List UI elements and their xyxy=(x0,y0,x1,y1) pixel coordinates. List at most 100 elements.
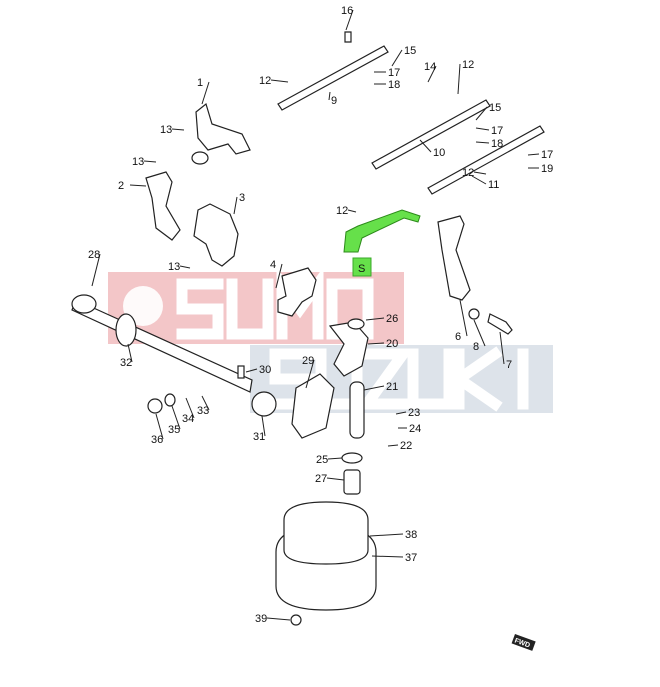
bolt-7 xyxy=(487,313,513,335)
leader-line xyxy=(345,9,354,31)
leader-line xyxy=(367,342,385,345)
leader-line xyxy=(143,160,157,163)
callout-18: 18 xyxy=(388,79,400,91)
leader-line xyxy=(473,171,487,175)
leader-line xyxy=(459,299,468,337)
callout-1: 1 xyxy=(197,77,203,89)
callout-20: 20 xyxy=(386,338,398,350)
callout-10: 10 xyxy=(433,147,445,159)
callout-6: 6 xyxy=(455,331,461,343)
leader-line xyxy=(233,196,238,215)
washer-25 xyxy=(341,452,363,464)
fork-3 xyxy=(193,203,239,267)
callout-35: 35 xyxy=(168,424,180,436)
bracket-29 xyxy=(291,373,335,439)
leader-line xyxy=(171,405,181,430)
watermark-letter xyxy=(356,348,414,410)
leader-line xyxy=(371,555,404,558)
bush-31 xyxy=(251,391,277,417)
end-28 xyxy=(71,294,97,314)
callout-27: 27 xyxy=(315,473,327,485)
leader-line xyxy=(475,106,488,121)
leader-line xyxy=(91,253,101,287)
leader-line xyxy=(473,319,486,347)
callout-33: 33 xyxy=(197,405,209,417)
plug-36 xyxy=(147,398,163,414)
leader-line xyxy=(185,397,195,419)
callout-32: 32 xyxy=(120,357,132,369)
leader-line xyxy=(201,395,210,411)
ring-38 xyxy=(283,501,369,565)
boot-32 xyxy=(115,313,137,347)
highlighted-part-s xyxy=(343,209,421,253)
callout-15: 15 xyxy=(404,45,416,57)
leader-line xyxy=(419,139,432,153)
leader-line xyxy=(387,444,399,447)
callout-24: 24 xyxy=(409,423,421,435)
callout-19: 19 xyxy=(541,163,553,175)
fwd-arrow-icon: FWD xyxy=(511,634,536,651)
fork-1 xyxy=(195,102,251,155)
watermark-letter xyxy=(326,278,374,340)
leader-line xyxy=(427,65,437,83)
callout-29: 29 xyxy=(302,355,314,367)
callout-36: 36 xyxy=(151,434,163,446)
shift-rail-10 xyxy=(371,99,491,170)
leader-line xyxy=(475,141,490,144)
shift-rail-11 xyxy=(427,125,545,195)
leader-line xyxy=(155,413,164,440)
watermark-letter xyxy=(449,346,503,412)
callout-21: 21 xyxy=(386,381,398,393)
callout-23: 23 xyxy=(408,407,420,419)
leader-line xyxy=(328,91,331,101)
callout-34: 34 xyxy=(182,413,194,425)
callout-13: 13 xyxy=(160,124,172,136)
leader-line xyxy=(457,63,461,95)
leader-line xyxy=(266,617,291,621)
washer-8 xyxy=(468,308,480,320)
leader-line xyxy=(391,49,403,67)
callout-39: 39 xyxy=(255,613,267,625)
callout-13: 13 xyxy=(168,261,180,273)
leader-line xyxy=(326,477,345,481)
leader-line xyxy=(327,457,343,460)
leader-line xyxy=(475,127,490,131)
leader-line xyxy=(179,265,191,269)
part-16 xyxy=(344,31,352,43)
leader-line xyxy=(369,533,404,537)
bolt-39 xyxy=(290,614,302,626)
callout-17: 17 xyxy=(541,149,553,161)
watermark-letter xyxy=(226,278,274,340)
callout-4: 4 xyxy=(270,259,276,271)
callout-3: 3 xyxy=(239,192,245,204)
callout-31: 31 xyxy=(253,431,265,443)
leader-line xyxy=(305,359,315,389)
callout-13: 13 xyxy=(132,156,144,168)
leader-line xyxy=(527,153,540,156)
leader-line xyxy=(129,184,147,187)
leader-line xyxy=(270,79,289,83)
bracket-2 xyxy=(145,171,181,241)
leader-line xyxy=(127,343,133,363)
callout-16: 16 xyxy=(341,5,353,17)
parts: FWD xyxy=(71,102,536,651)
callout-7: 7 xyxy=(506,359,512,371)
callout-25: 25 xyxy=(316,454,328,466)
callout-18: 18 xyxy=(491,138,503,150)
pin-30 xyxy=(237,365,245,379)
callout-12: 12 xyxy=(462,167,474,179)
leader-line xyxy=(201,81,210,105)
callout-28: 28 xyxy=(88,249,100,261)
fork-1-hub xyxy=(191,151,209,165)
leader-line xyxy=(365,317,385,321)
pin-21 xyxy=(349,381,365,439)
callout-26: 26 xyxy=(386,313,398,325)
callout-14: 14 xyxy=(424,61,436,73)
sumo-wrestler-icon xyxy=(123,286,163,326)
watermark-letter xyxy=(176,278,224,340)
callout-30: 30 xyxy=(259,364,271,376)
leader-line xyxy=(275,263,283,289)
